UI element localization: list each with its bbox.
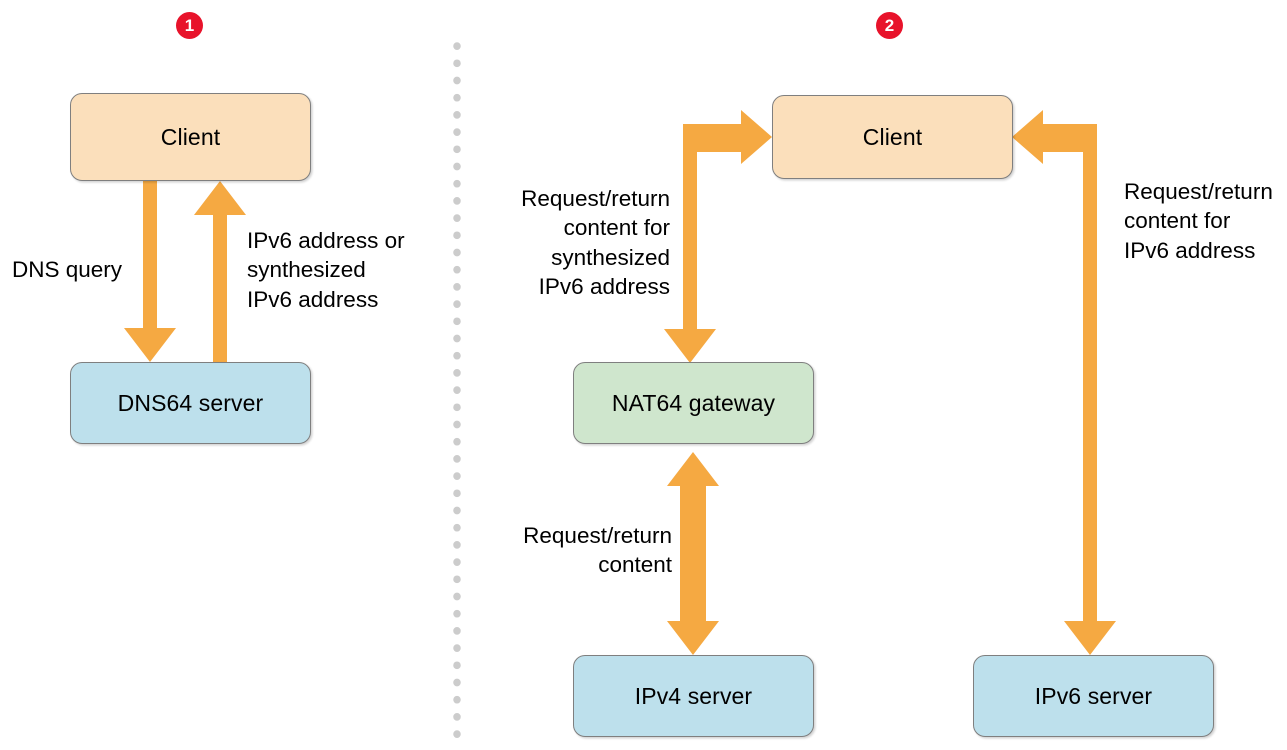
node-client-panel1[interactable]: Client	[70, 93, 311, 181]
node-ipv4-server[interactable]: IPv4 server	[573, 655, 814, 737]
label-synthesized-content: Request/return content for synthesized I…	[521, 186, 670, 299]
arrow-synth-content-elbow	[664, 110, 772, 363]
label-nat-request-return-content: Request/return content	[523, 523, 672, 578]
node-dns64-server[interactable]: DNS64 server	[70, 362, 311, 444]
arrow-dns-query	[124, 180, 176, 362]
step-badge-1: 1	[176, 12, 203, 39]
step-badge-2: 2	[876, 12, 903, 39]
node-client-panel2[interactable]: Client	[772, 95, 1013, 179]
node-ipv6-server[interactable]: IPv6 server	[973, 655, 1214, 737]
arrow-ipv6-content-elbow	[1012, 110, 1116, 655]
label-ipv6-request-return-content: Request/return content for IPv6 address	[1124, 179, 1273, 263]
label-dns-query: DNS query	[12, 257, 123, 282]
arrow-ipv6-response	[194, 181, 246, 362]
arrow-nat64-ipv4-bidirectional	[667, 452, 719, 655]
label-ipv6-or-synthesized: IPv6 address or synthesized IPv6 address	[247, 228, 405, 312]
node-nat64-gateway[interactable]: NAT64 gateway	[573, 362, 814, 444]
